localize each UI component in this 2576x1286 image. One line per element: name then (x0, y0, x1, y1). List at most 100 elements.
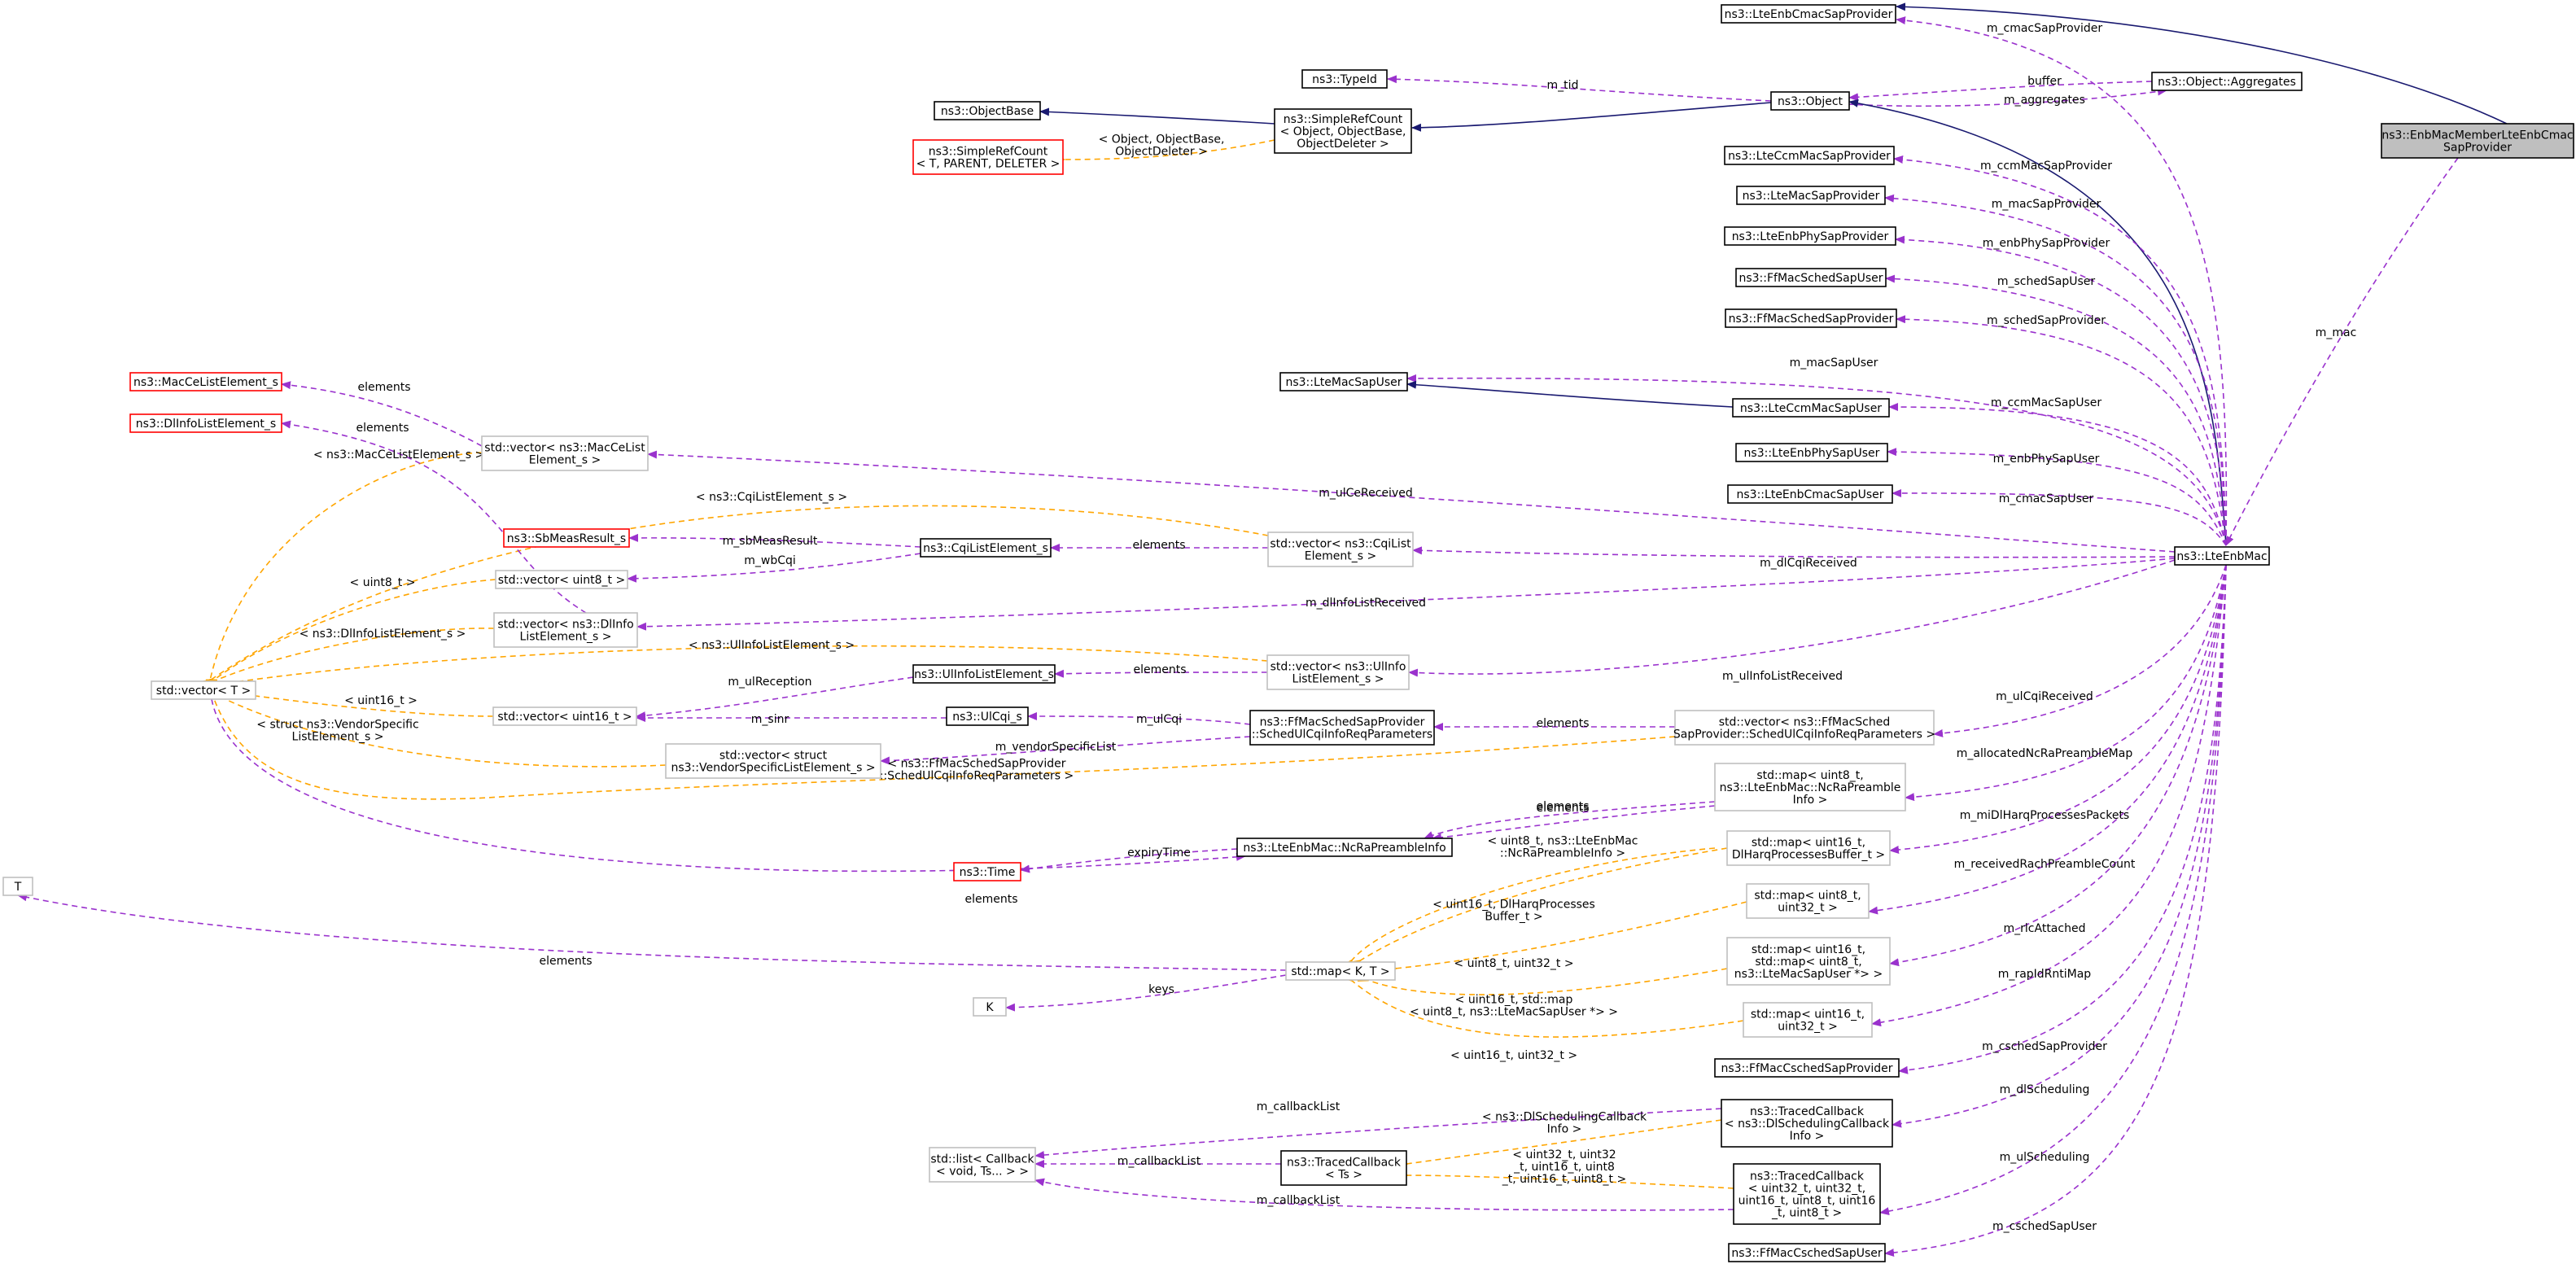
edge-template (213, 693, 667, 768)
edge-usage (1893, 155, 2227, 546)
node-label: ns3::TracedCallback (1750, 1170, 1865, 1183)
class-node-ffcschedprov[interactable]: ns3::FfMacCschedSapProvider (1714, 1058, 1900, 1078)
node-label: ns3::MacCeListElement_s (133, 376, 278, 389)
class-node-ffcschedsapuser[interactable]: ns3::FfMacCschedSapUser (1728, 1243, 1886, 1262)
edge-label: elements (356, 422, 409, 435)
node-box (1714, 763, 1906, 811)
class-node-mapdlharq[interactable]: std::map< uint16_t,DlHarqProcessesBuffer… (1726, 830, 1891, 866)
node-label: Element_s > (1305, 550, 1376, 563)
class-node-time[interactable]: ns3::Time (953, 862, 1021, 881)
class-node-mapu16u32[interactable]: std::map< uint16_t,uint32_t > (1743, 1002, 1873, 1038)
node-box (934, 101, 1041, 120)
class-node-veculinfo[interactable]: std::vector< ns3::UlInfoListElement_s > (1266, 654, 1410, 690)
class-node-vecvendor[interactable]: std::vector< structns3::VendorSpecificLi… (665, 743, 881, 779)
class-node-macsapprov[interactable]: ns3::LteMacSapProvider (1736, 186, 1886, 205)
class-node-ltecmacsapprov[interactable]: ns3::LteEnbCmacSapProvider (1721, 4, 1896, 24)
edge-label: m_sinr (751, 713, 789, 726)
class-node-srctpl[interactable]: ns3::SimpleRefCount< T, PARENT, DELETER … (912, 139, 1064, 175)
class-node-mapncra[interactable]: std::map< uint8_t,ns3::LteEnbMac::NcRaPr… (1714, 763, 1906, 811)
class-node-enbcmacsapuser[interactable]: ns3::LteEnbCmacSapUser (1727, 484, 1893, 504)
edge-inherit (1848, 98, 2227, 546)
edge-label: m_dlInfoListReceived (1305, 597, 1426, 610)
node-box (1746, 883, 1870, 919)
class-node-macsapuser[interactable]: ns3::LteMacSapUser (1279, 372, 1408, 391)
class-node-tcbts[interactable]: ns3::TracedCallback< Ts > (1280, 1150, 1407, 1186)
class-node-mapu8u32[interactable]: std::map< uint8_t,uint32_t > (1746, 883, 1870, 919)
class-node-object[interactable]: ns3::Object (1770, 91, 1850, 111)
edge-label: < ns3::UlInfoListElement_s > (689, 639, 855, 652)
node-box (1726, 830, 1891, 866)
class-node-sbmeas[interactable]: ns3::SbMeasResult_s (503, 528, 630, 548)
edge-label: m_miDlHarqProcessesPackets (1960, 809, 2129, 822)
node-label: ns3::LteEnbCmacSapProvider (1725, 8, 1893, 21)
node-box (2381, 123, 2574, 159)
class-node-Tnode[interactable]: T (2, 877, 33, 896)
class-node-ulcqi[interactable]: ns3::UlCqi_s (946, 706, 1029, 726)
edge-template (1406, 1119, 1722, 1164)
class-node-dlinfo[interactable]: ns3::DlInfoListElement_s (129, 413, 282, 433)
node-label: ns3::TracedCallback (1750, 1105, 1865, 1118)
edge-template (213, 579, 496, 680)
class-node-ccmmacsapprov[interactable]: ns3::LteCcmMacSapProvider (1724, 146, 1895, 165)
edge-usage (1424, 801, 1716, 839)
class-node-vecT[interactable]: std::vector< T > (151, 680, 256, 700)
node-label: ns3::LteEnbCmacSapUser (1737, 488, 1884, 501)
class-node-listcb[interactable]: std::list< Callback< void, Ts... > > (929, 1147, 1036, 1183)
edge-usage (636, 676, 914, 720)
class-node-tcbul[interactable]: ns3::TracedCallback< uint32_t, uint32_t,… (1733, 1163, 1881, 1225)
node-label: _t, uint8_t > (1771, 1207, 1842, 1220)
class-node-ffschedsapprov[interactable]: ns3::FfMacSchedSapProvider (1725, 308, 1897, 328)
node-label: ns3::Time (960, 866, 1016, 879)
class-node-aggregates[interactable]: ns3::Object::Aggregates (2151, 72, 2303, 91)
class-node-typeid[interactable]: ns3::TypeId (1301, 69, 1388, 89)
class-node-vecschedulcqi[interactable]: std::vector< ns3::FfMacSchedSapProvider:… (1673, 710, 1935, 746)
node-box (1267, 531, 1414, 567)
class-node-cqilist[interactable]: ns3::CqiListElement_s (920, 538, 1052, 558)
node-label: std::vector< ns3::UlInfo (1271, 661, 1406, 674)
edge-template (1367, 968, 1728, 995)
edge-template (1359, 847, 1728, 961)
edge-label: m_aggregates (2004, 94, 2085, 107)
class-node-lteenbmac[interactable]: ns3::LteEnbMac (2174, 546, 2270, 566)
edge-template (213, 645, 1268, 685)
class-node-vecdlinfo[interactable]: std::vector< ns3::DlInfoListElement_s > (493, 612, 638, 648)
class-node-ccmmacsapuser[interactable]: ns3::LteCcmMacSapUser (1732, 398, 1890, 418)
class-node-macce[interactable]: ns3::MacCeListElement_s (129, 372, 282, 391)
class-node-ulinfo[interactable]: ns3::UlInfoListElement_s (912, 664, 1056, 684)
edge-usage (1888, 403, 2227, 546)
node-label: ns3::FfMacSchedSapUser (1738, 272, 1883, 285)
node-label: std::vector< ns3::CqiList (1270, 538, 1411, 551)
edge-template (210, 452, 483, 680)
class-node-schedulcqi[interactable]: ns3::FfMacSchedSapProvider::SchedUlCqiIn… (1249, 710, 1435, 746)
node-label: ns3::TracedCallback (1287, 1157, 1402, 1170)
class-node-ffschedsapuser[interactable]: ns3::FfMacSchedSapUser (1735, 268, 1887, 287)
edge-usage (627, 553, 921, 583)
class-node-mapKT[interactable]: std::map< K, T > (1285, 961, 1396, 981)
class-node-mapu16map[interactable]: std::map< uint16_t,std::map< uint8_t,ns3… (1726, 937, 1891, 986)
class-node-enbphysapuser[interactable]: ns3::LteEnbPhySapUser (1735, 443, 1888, 462)
edge-label: < uint32_t, uint32_t, uint16_t, uint8_t,… (1502, 1148, 1626, 1186)
node-box (912, 664, 1056, 684)
class-node-vecuint8[interactable]: std::vector< uint8_t > (495, 570, 628, 589)
node-box (1301, 69, 1388, 89)
edge-label: m_rapIdRntiMap (1998, 968, 2092, 981)
edge-template (1395, 901, 1747, 969)
node-label: ns3::EnbMacMemberLteEnbCmac (2381, 129, 2573, 142)
class-node-vecuint16[interactable]: std::vector< uint16_t > (492, 706, 637, 726)
node-label: Info > (1793, 794, 1828, 807)
class-node-Knode[interactable]: K (973, 997, 1007, 1017)
class-node-vecmacce[interactable]: std::vector< ns3::MacCeListElement_s > (481, 435, 649, 471)
class-node-veccqi[interactable]: std::vector< ns3::CqiListElement_s > (1267, 531, 1414, 567)
node-label: Info > (1790, 1130, 1825, 1143)
class-node-objectbase[interactable]: ns3::ObjectBase (934, 101, 1041, 120)
edge-usage (1034, 1108, 1722, 1160)
node-box (2151, 72, 2303, 91)
class-node-enbphysapprov[interactable]: ns3::LteEnbPhySapProvider (1724, 226, 1896, 246)
node-box (1266, 654, 1410, 690)
node-box (1721, 4, 1896, 24)
class-node-tcbdl[interactable]: ns3::TracedCallback< ns3::DlSchedulingCa… (1721, 1099, 1893, 1148)
class-node-srcobj[interactable]: ns3::SimpleRefCount< Object, ObjectBase,… (1274, 108, 1412, 154)
class-node-ncrainfo[interactable]: ns3::LteEnbMac::NcRaPreambleInfo (1236, 838, 1453, 857)
